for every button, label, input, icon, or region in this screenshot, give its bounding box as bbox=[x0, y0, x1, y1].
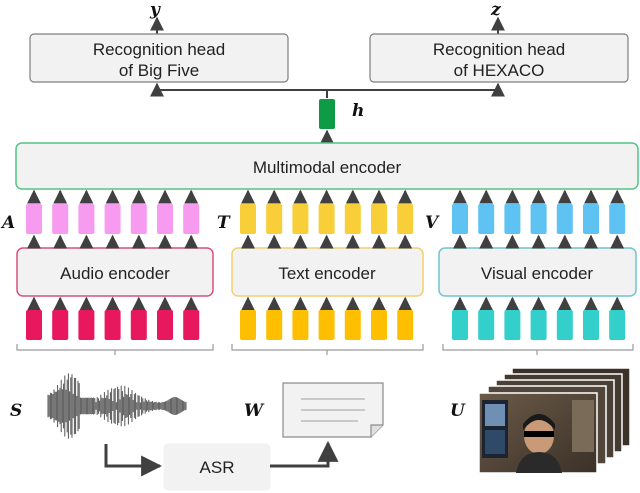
h-to-big-five-arrow bbox=[150, 82, 328, 98]
audio-brace bbox=[16, 344, 214, 355]
visual-feature-token bbox=[556, 204, 573, 234]
text-input-token bbox=[371, 310, 387, 340]
text-input-token bbox=[318, 310, 335, 340]
audio-feature-label: A bbox=[0, 213, 15, 233]
visual-feature-token bbox=[530, 204, 547, 234]
visual-feature-label: V bbox=[425, 213, 440, 233]
visual-input-token bbox=[530, 310, 547, 340]
visual-brace bbox=[442, 344, 634, 355]
visual-feature-token bbox=[452, 204, 468, 234]
transcript-document-icon bbox=[282, 382, 384, 438]
audio-input-token bbox=[26, 310, 42, 340]
hexaco-head-line2: of HEXACO bbox=[454, 61, 545, 80]
big-five-head-line1: Recognition head bbox=[93, 40, 225, 59]
h-label: h bbox=[352, 101, 364, 121]
visual-encoder-label: Visual encoder bbox=[481, 264, 593, 283]
text-feature-token bbox=[371, 204, 387, 234]
multimodal-encoder-label: Multimodal encoder bbox=[253, 158, 402, 177]
hexaco-head: Recognition head of HEXACO bbox=[369, 33, 629, 83]
audio-input-token bbox=[104, 310, 121, 340]
audio-encoder-label: Audio encoder bbox=[60, 264, 170, 283]
audio-input-token bbox=[52, 310, 69, 340]
h-representation-token bbox=[319, 99, 335, 129]
y-output-label: y bbox=[149, 0, 161, 20]
waveform-trace bbox=[47, 373, 187, 439]
audio-input-token bbox=[130, 310, 147, 340]
audio-feature-token bbox=[157, 204, 173, 234]
h-to-hexaco-arrow bbox=[327, 82, 505, 97]
visual-input-token bbox=[452, 310, 468, 340]
audio-feature-token bbox=[183, 204, 200, 234]
audio-feature-token bbox=[104, 204, 121, 234]
text-input-token bbox=[292, 310, 309, 340]
speech-waveform-image bbox=[47, 373, 187, 439]
visual-input-token bbox=[609, 310, 626, 340]
input-braces bbox=[16, 344, 634, 355]
speech-to-asr-arrow bbox=[104, 444, 163, 477]
visual-input-token bbox=[504, 310, 521, 340]
text-input-token bbox=[266, 310, 283, 340]
audio-feature-token bbox=[26, 204, 42, 234]
transcript-input-label: W bbox=[244, 401, 265, 421]
audio-input-token bbox=[183, 310, 200, 340]
asr-to-transcript-arrow bbox=[270, 440, 339, 468]
hexaco-head-line1: Recognition head bbox=[433, 40, 565, 59]
visual-encoder: Visual encoder bbox=[438, 247, 637, 297]
video-frames-image bbox=[478, 367, 631, 474]
text-feature-token bbox=[292, 204, 309, 234]
asr-box: ASR bbox=[163, 443, 271, 491]
text-feature-label: T bbox=[217, 213, 231, 233]
audio-input-token bbox=[157, 310, 173, 340]
big-five-head: Recognition head of Big Five bbox=[29, 33, 289, 83]
visual-feature-token bbox=[478, 204, 495, 234]
visual-input-token bbox=[556, 310, 573, 340]
text-feature-token bbox=[397, 204, 414, 234]
audio-feature-token bbox=[130, 204, 147, 234]
text-feature-token bbox=[344, 204, 361, 234]
big-five-head-line2: of Big Five bbox=[119, 61, 199, 80]
audio-input-token bbox=[78, 310, 95, 340]
multimodal-encoder: Multimodal encoder bbox=[15, 142, 639, 190]
audio-feature-token bbox=[52, 204, 69, 234]
text-feature-token bbox=[266, 204, 283, 234]
visual-feature-token bbox=[504, 204, 521, 234]
text-feature-token bbox=[318, 204, 335, 234]
text-brace bbox=[231, 344, 424, 355]
visual-feature-token bbox=[609, 204, 626, 234]
text-feature-token bbox=[240, 204, 256, 234]
visual-input-token bbox=[478, 310, 495, 340]
text-input-token bbox=[397, 310, 414, 340]
visual-feature-token bbox=[583, 204, 599, 234]
visual-input-token bbox=[583, 310, 599, 340]
speech-input-label: S bbox=[10, 401, 22, 421]
token-columns bbox=[26, 189, 626, 340]
text-encoder: Text encoder bbox=[231, 247, 424, 297]
asr-label: ASR bbox=[200, 458, 235, 477]
text-input-token bbox=[344, 310, 361, 340]
z-output-label: z bbox=[490, 0, 501, 20]
audio-feature-token bbox=[78, 204, 95, 234]
text-input-token bbox=[240, 310, 256, 340]
video-input-label: U bbox=[450, 401, 466, 421]
audio-encoder: Audio encoder bbox=[16, 247, 214, 297]
text-encoder-label: Text encoder bbox=[278, 264, 376, 283]
